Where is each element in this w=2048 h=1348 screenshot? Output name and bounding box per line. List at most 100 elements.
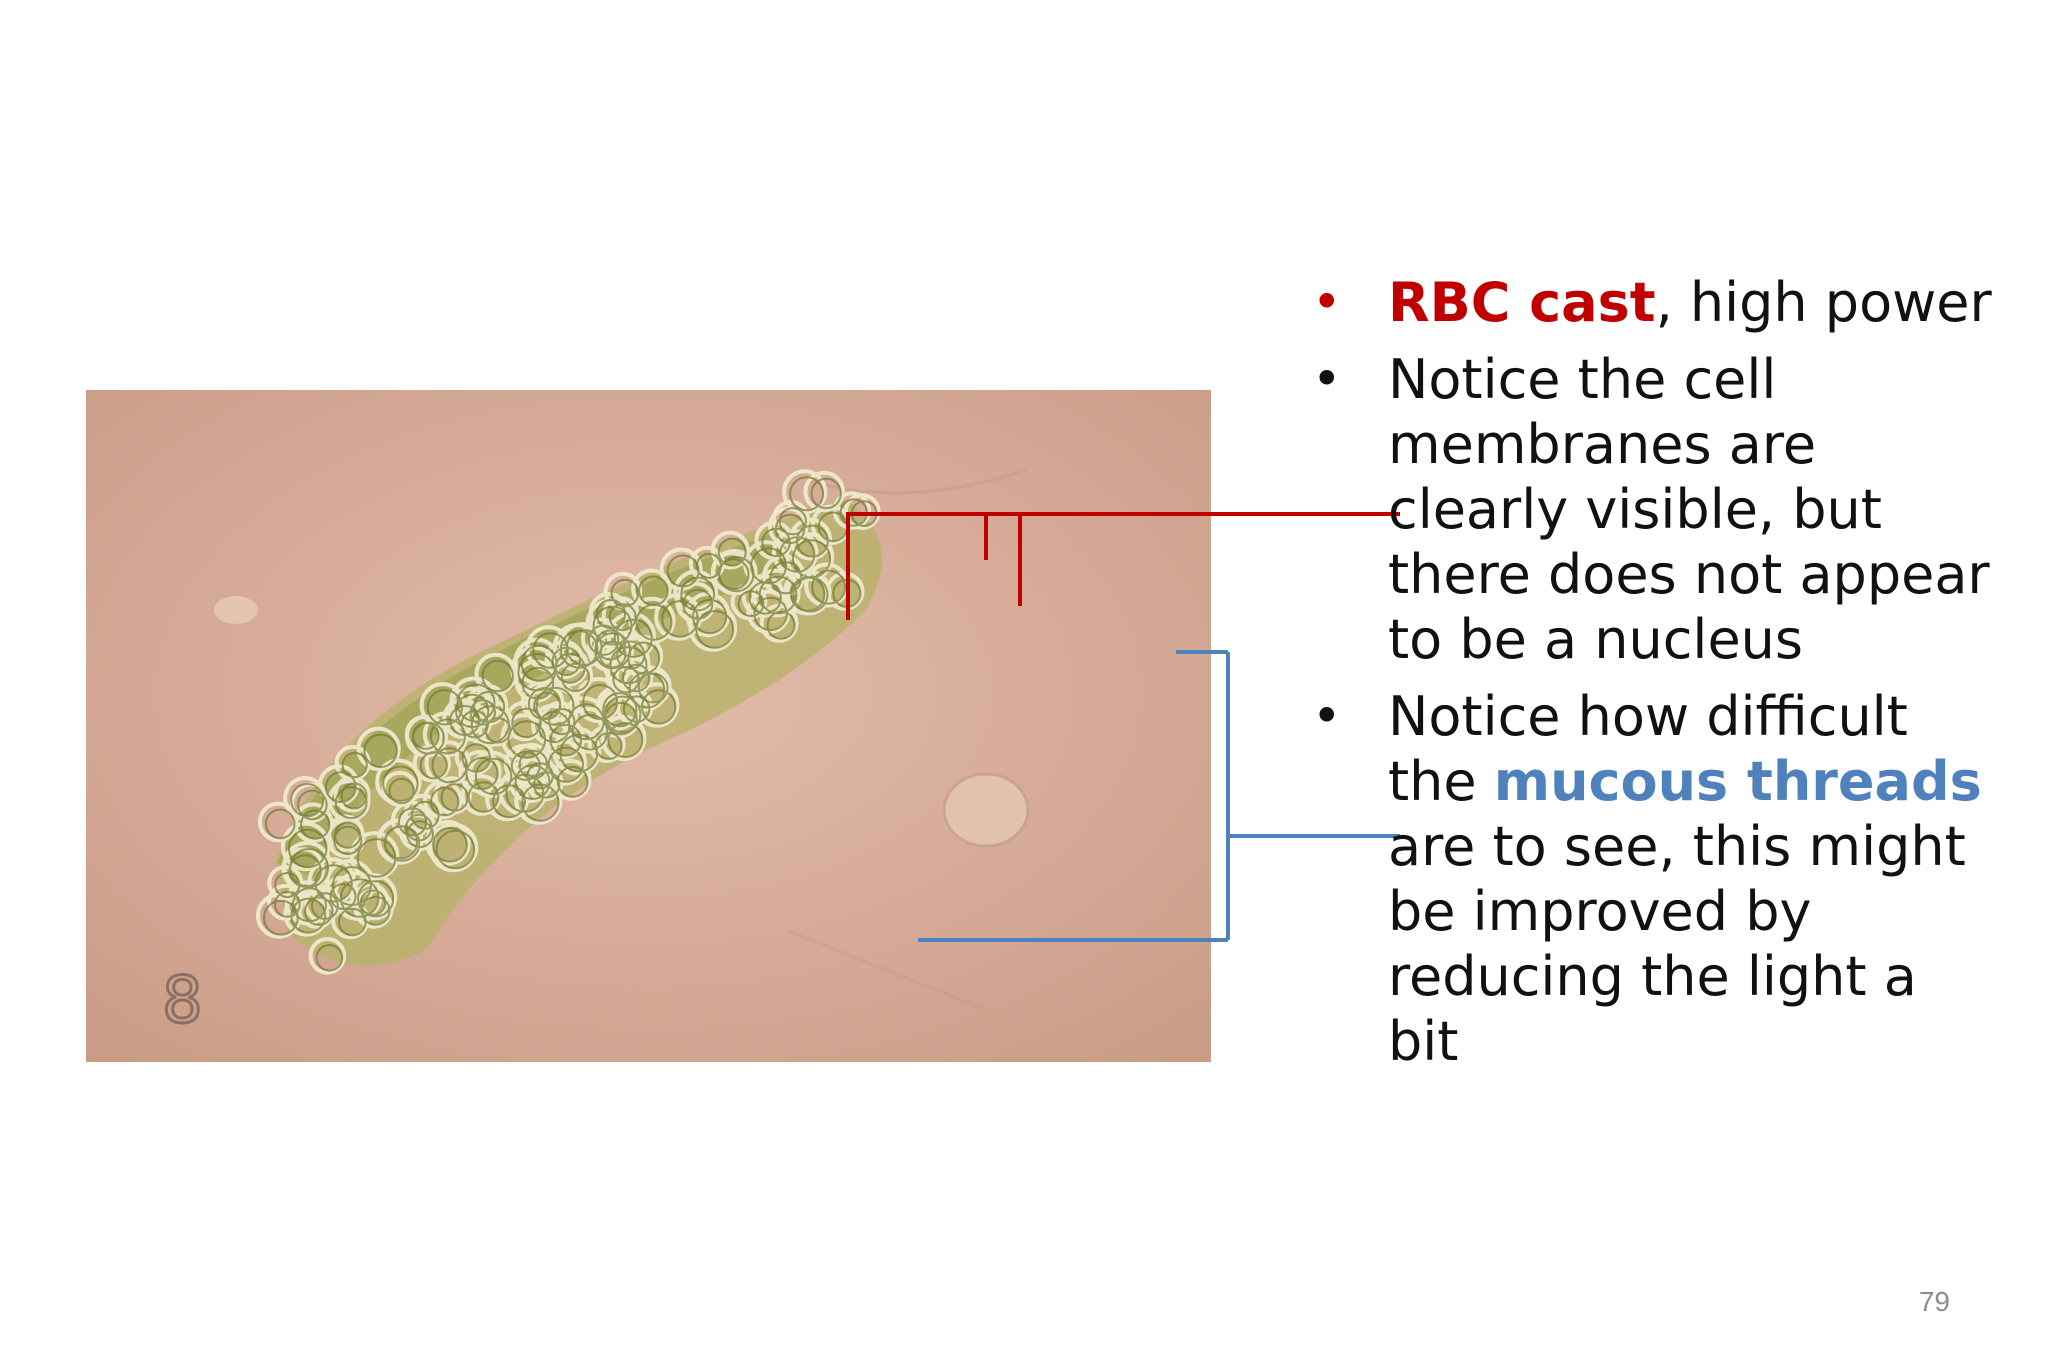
red-blood-cell-inner — [470, 705, 510, 745]
red-blood-cell — [843, 493, 881, 530]
red-blood-cell-inner — [666, 554, 700, 588]
red-blood-cell-inner — [789, 476, 825, 512]
red-blood-cell-inner — [535, 686, 575, 726]
red-blood-cell-inner — [595, 599, 627, 630]
mucous-threads-term: mucous threads — [1493, 750, 1982, 813]
rbc-cast — [256, 469, 882, 975]
red-blood-cell-inner — [750, 547, 788, 585]
red-blood-cell — [356, 726, 401, 771]
red-blood-cell-inner — [533, 691, 562, 720]
bullet-text-before: Notice how difficult the — [1388, 685, 1908, 813]
red-blood-cell-inner — [264, 808, 296, 840]
bullet-rbc-cast: • RBC cast, high power — [1312, 270, 2002, 335]
red-blood-cell-inner — [603, 695, 642, 734]
red-blood-cell-inner — [481, 659, 514, 693]
red-blood-cell-inner — [290, 897, 327, 934]
red-blood-cell-inner — [521, 783, 560, 822]
red-blood-cell-inner — [753, 596, 788, 632]
red-blood-cell-inner — [431, 747, 468, 784]
red-blood-cell-inner — [607, 722, 644, 758]
red-blood-cell-inner — [337, 907, 367, 937]
red-blood-cell-inner — [297, 789, 328, 821]
red-blood-cell-inner — [610, 578, 640, 608]
bullet-dot: • — [1312, 350, 1342, 408]
red-blood-cell — [404, 715, 443, 753]
red-blood-cell — [711, 549, 758, 596]
red-blood-cell-inner — [692, 599, 728, 635]
red-blood-cell-inner — [311, 892, 339, 920]
red-blood-cell-inner — [635, 603, 673, 641]
red-blood-cell-inner — [737, 590, 765, 618]
red-blood-cell-inner — [333, 825, 363, 855]
red-blood-cell — [425, 820, 471, 866]
red-blood-cell-inner — [810, 477, 842, 510]
red-blood-cell-inner — [548, 708, 576, 736]
red-blood-cell — [327, 779, 371, 823]
red-blood-cell-inner — [432, 827, 468, 863]
red-blood-cell-inner — [340, 782, 368, 810]
red-blood-cell-inner — [514, 764, 551, 801]
red-blood-cell-inner — [314, 864, 353, 903]
red-blood-cell-inner — [766, 610, 796, 640]
red-blood-cell-inner — [571, 713, 609, 751]
red-blood-cell-inner — [334, 786, 368, 820]
red-blood-cell — [308, 937, 347, 975]
red-blood-cell-inner — [411, 722, 440, 750]
red-blood-cell-inner — [559, 733, 599, 773]
micrograph-svg: 8 — [86, 390, 1211, 1062]
micrograph-label: 8 — [162, 964, 203, 1038]
bullet-text: Notice the cell membranes are clearly vi… — [1388, 348, 1990, 671]
red-blood-cell-inner — [609, 646, 648, 685]
red-blood-cell — [448, 686, 493, 732]
red-blood-cell — [257, 801, 299, 843]
red-blood-cell — [350, 873, 398, 921]
red-blood-cell-inner — [608, 603, 637, 632]
red-blood-cell-inner — [287, 828, 328, 869]
red-blood-cell-inner — [410, 800, 440, 830]
red-blood-cell-inner — [637, 672, 669, 704]
red-blood-cell-inner — [682, 588, 714, 620]
red-blood-cell-inner — [300, 809, 331, 840]
red-blood-cell-inner — [778, 507, 807, 536]
red-blood-cell-inner — [520, 644, 558, 682]
bullet-text: , high power — [1655, 271, 1992, 334]
red-blood-cell — [751, 568, 801, 618]
red-blood-cell-inner — [440, 783, 469, 812]
red-blood-cell-inner — [790, 576, 826, 612]
bullet-dot: • — [1312, 273, 1342, 331]
red-blood-cell-inner — [388, 777, 415, 805]
red-blood-cell-inner — [357, 880, 395, 918]
red-blood-cell — [412, 744, 451, 783]
red-blood-cell — [782, 469, 828, 515]
red-blood-cell-inner — [602, 692, 638, 728]
red-blood-cell-inner — [435, 829, 476, 870]
red-blood-cell-inner — [769, 561, 803, 595]
red-blood-cell-inner — [758, 575, 798, 615]
red-blood-cell-inner — [774, 513, 806, 545]
red-blood-cell — [803, 470, 845, 513]
red-blood-cell-inner — [604, 701, 638, 736]
red-blood-cell-inner — [341, 751, 368, 779]
red-blood-cell-inner — [811, 569, 847, 605]
red-blood-cell-inner — [622, 663, 651, 693]
red-blood-cell-inner — [526, 762, 554, 790]
red-blood-cell-inner — [547, 746, 584, 783]
red-blood-cell — [600, 715, 647, 761]
red-blood-cell — [631, 568, 672, 610]
red-blood-cell-inner — [329, 883, 357, 910]
page-number: 79 — [1918, 1286, 1950, 1317]
red-blood-cell-inner — [304, 896, 334, 926]
red-blood-cell-inner — [405, 813, 433, 842]
red-blood-cell — [832, 491, 871, 530]
red-blood-cell — [659, 547, 703, 591]
red-blood-cell-inner — [507, 720, 547, 759]
red-blood-cell-inner — [426, 689, 463, 726]
rbc-cast-term: RBC cast — [1388, 271, 1656, 334]
red-blood-cell-inner — [455, 693, 490, 729]
micrograph-image: 8 — [86, 390, 1211, 1062]
red-blood-cell-inner — [778, 536, 816, 573]
red-blood-cell-inner — [383, 825, 419, 860]
red-blood-cell-inner — [549, 723, 583, 757]
red-blood-cell-inner — [511, 707, 542, 739]
